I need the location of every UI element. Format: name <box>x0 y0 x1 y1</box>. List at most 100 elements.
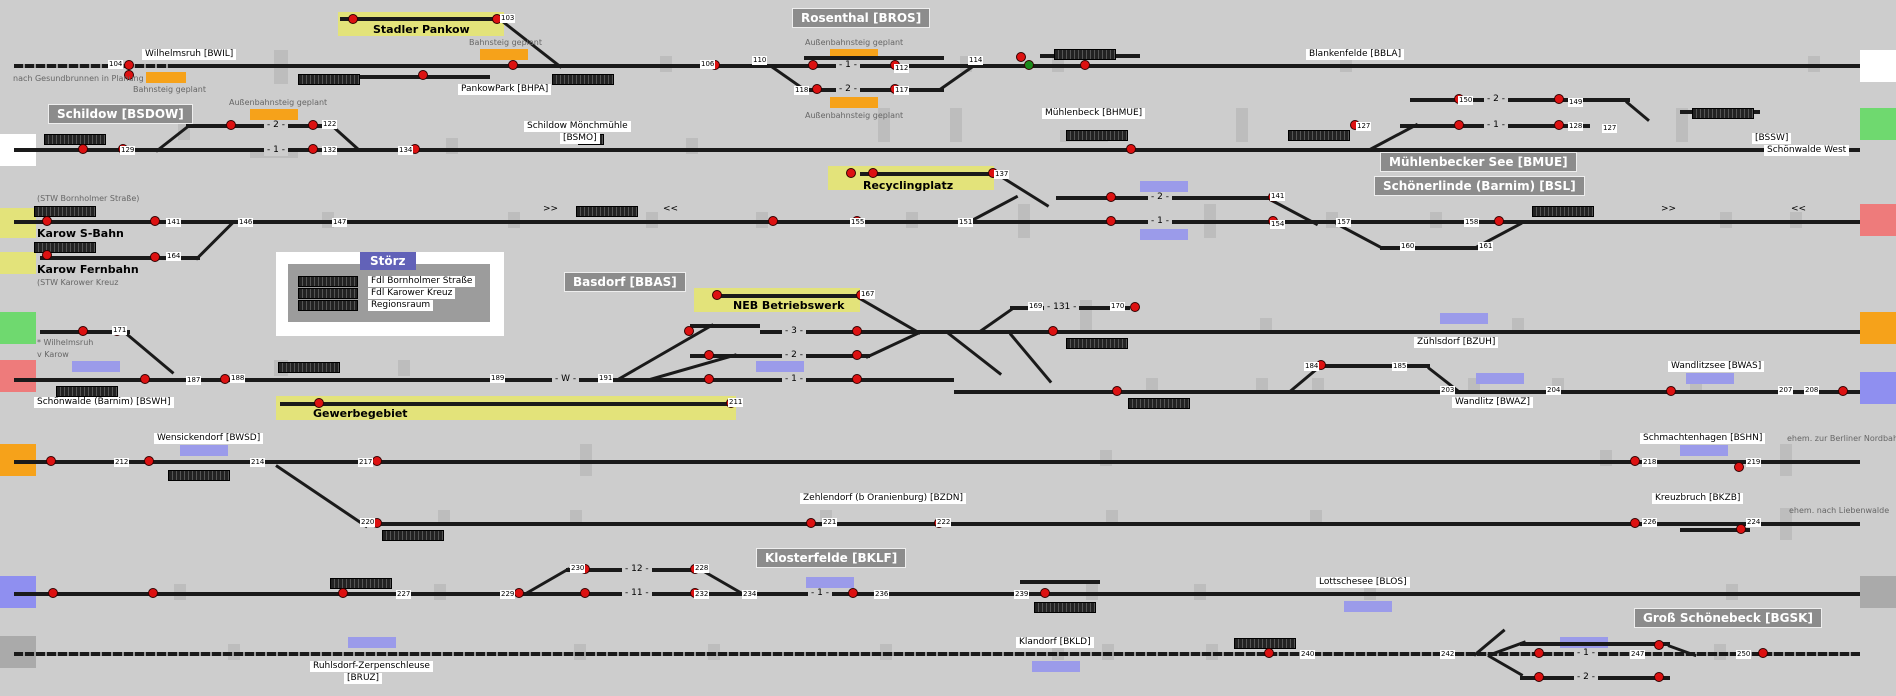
track-switch[interactable] <box>945 330 1003 376</box>
train-number-field[interactable] <box>1034 602 1096 613</box>
track-switch[interactable] <box>617 323 715 381</box>
track[interactable] <box>340 75 490 79</box>
train-number-field[interactable] <box>1532 206 1594 217</box>
track-switch[interactable] <box>865 330 922 359</box>
signal-red[interactable] <box>1534 672 1544 682</box>
signal-red[interactable] <box>226 120 236 130</box>
train-number-field[interactable] <box>44 134 106 145</box>
track-switch[interactable] <box>525 567 571 595</box>
signal-red[interactable] <box>808 60 818 70</box>
train-number-field[interactable] <box>1234 638 1296 649</box>
train-number-field[interactable] <box>1066 338 1128 349</box>
signal-red[interactable] <box>1126 144 1136 154</box>
signal-red[interactable] <box>1838 386 1848 396</box>
track[interactable] <box>14 592 1860 596</box>
signal-red[interactable] <box>684 326 694 336</box>
track[interactable] <box>804 56 944 60</box>
train-number-field[interactable] <box>1066 130 1128 141</box>
signal-red[interactable] <box>1048 326 1058 336</box>
signal-red[interactable] <box>580 588 590 598</box>
signal-red[interactable] <box>78 326 88 336</box>
signal-red[interactable] <box>1758 648 1768 658</box>
train-number-field[interactable] <box>576 206 638 217</box>
track[interactable] <box>14 220 1860 224</box>
station-header-gross-schoenebeck[interactable]: Groß Schönebeck [BGSK] <box>1634 608 1822 628</box>
track[interactable] <box>1680 528 1750 532</box>
block-section[interactable] <box>1676 108 1688 142</box>
signal-red[interactable] <box>768 216 778 226</box>
track-switch[interactable] <box>1487 654 1524 677</box>
signal-red[interactable] <box>868 168 878 178</box>
track-switch[interactable] <box>1625 100 1650 122</box>
track[interactable] <box>720 294 860 298</box>
signal-red[interactable] <box>140 374 150 384</box>
track[interactable] <box>860 172 996 176</box>
block-section[interactable] <box>1236 108 1248 142</box>
signal-red[interactable] <box>848 588 858 598</box>
track-switch[interactable] <box>1369 122 1419 151</box>
signal-red[interactable] <box>42 250 52 260</box>
signal-red[interactable] <box>1264 648 1274 658</box>
signal-red[interactable] <box>704 350 714 360</box>
track[interactable] <box>14 378 954 382</box>
signal-red[interactable] <box>1654 640 1664 650</box>
track[interactable] <box>14 460 1860 464</box>
track[interactable] <box>40 256 200 260</box>
signal-red[interactable] <box>314 398 324 408</box>
signal-red[interactable] <box>418 70 428 80</box>
signal-red[interactable] <box>1630 456 1640 466</box>
train-number-field[interactable] <box>34 206 96 217</box>
station-header-basdorf[interactable]: Basdorf [BBAS] <box>564 272 686 292</box>
track-switch[interactable] <box>125 332 175 375</box>
signal-red[interactable] <box>1106 216 1116 226</box>
signal-red[interactable] <box>846 168 856 178</box>
train-number-field[interactable] <box>552 74 614 85</box>
track[interactable] <box>1410 98 1630 102</box>
train-number-field[interactable] <box>1128 398 1190 409</box>
station-header-muehlenbecker-see[interactable]: Mühlenbecker See [BMUE] <box>1380 152 1577 172</box>
signal-red[interactable] <box>1016 52 1026 62</box>
track[interactable] <box>1320 364 1430 368</box>
signal-red[interactable] <box>812 84 822 94</box>
track[interactable] <box>280 402 730 406</box>
station-header-schildow[interactable]: Schildow [BSDOW] <box>48 104 193 124</box>
signal-red[interactable] <box>1666 386 1676 396</box>
track-switch[interactable] <box>969 194 1019 223</box>
track[interactable] <box>804 88 944 92</box>
signal-red[interactable] <box>514 588 524 598</box>
signal-red[interactable] <box>372 456 382 466</box>
signal-red[interactable] <box>806 518 816 528</box>
signal-red[interactable] <box>308 120 318 130</box>
train-number-field[interactable] <box>168 470 230 481</box>
train-number-field[interactable] <box>56 386 118 397</box>
signal-red[interactable] <box>1534 648 1544 658</box>
signal-red[interactable] <box>42 216 52 226</box>
signal-red[interactable] <box>704 374 714 384</box>
signal-red[interactable] <box>1554 120 1564 130</box>
train-number-field[interactable] <box>34 242 96 253</box>
train-number-field[interactable] <box>330 578 392 589</box>
track[interactable] <box>690 324 760 328</box>
signal-red[interactable] <box>78 144 88 154</box>
track[interactable] <box>760 330 1860 334</box>
signal-red[interactable] <box>1106 192 1116 202</box>
signal-red[interactable] <box>1040 588 1050 598</box>
signal-red[interactable] <box>852 350 862 360</box>
track[interactable] <box>174 64 1860 68</box>
track[interactable] <box>186 124 336 128</box>
train-number-field[interactable] <box>278 362 340 373</box>
signal-red[interactable] <box>712 290 722 300</box>
signal-red[interactable] <box>48 588 58 598</box>
signal-red[interactable] <box>1112 386 1122 396</box>
signal-red[interactable] <box>144 456 154 466</box>
train-number-field[interactable] <box>1054 49 1116 60</box>
signal-red[interactable] <box>220 374 230 384</box>
station-header-klosterfelde[interactable]: Klosterfelde [BKLF] <box>756 548 907 568</box>
signal-red[interactable] <box>1630 518 1640 528</box>
signal-red[interactable] <box>1080 60 1090 70</box>
signal-green[interactable] <box>1024 60 1034 70</box>
train-number-field[interactable] <box>1692 108 1754 119</box>
station-header-schoenerlinde[interactable]: Schönerlinde (Barnim) [BSL] <box>1374 176 1585 196</box>
track[interactable] <box>690 354 870 358</box>
signal-red[interactable] <box>1130 302 1140 312</box>
